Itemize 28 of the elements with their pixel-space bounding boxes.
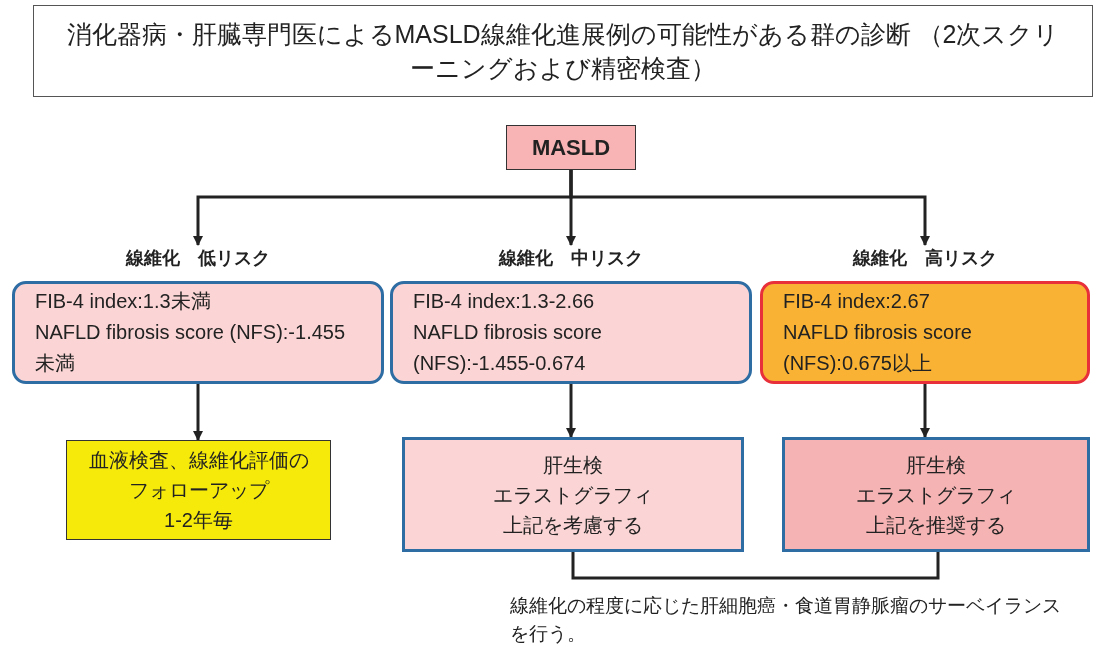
action-text: 肝生検 [906, 452, 966, 478]
criteria-text: NAFLD fibrosis score (NFS):0.675以上 [783, 320, 973, 376]
arrow [920, 382, 930, 438]
action-text: 上記を推奨する [866, 512, 1006, 538]
action-box [402, 437, 744, 552]
arrow [566, 382, 576, 438]
start-box: MASLD [506, 125, 636, 170]
action-text: 1-2年毎 [164, 508, 233, 533]
action-box [66, 440, 331, 540]
criteria-text: FIB-4 index:2.67 [783, 289, 931, 314]
criteria-text: FIB-4 index:1.3-2.66 [413, 289, 596, 314]
arrow [569, 170, 930, 246]
criteria-text: FIB-4 index:1.3未満 [35, 289, 212, 314]
note-text: 線維化の程度に応じた肝細胞癌・食道胃静脈瘤のサーベイランスを行う。 [510, 592, 1070, 650]
risk-heading: 線維化 低リスク [126, 247, 270, 270]
risk-heading: 線維化 中リスク [499, 247, 643, 270]
criteria-text: NAFLD fibrosis score (NFS):-1.455未満 [35, 320, 347, 376]
arrow [193, 382, 203, 441]
action-text: エラストグラフィ [493, 482, 653, 508]
action-box [782, 437, 1090, 552]
action-text: エラストグラフィ [856, 482, 1016, 508]
action-text: 上記を考慮する [503, 512, 643, 538]
connector-line [571, 552, 940, 580]
title-box: 消化器病・肝臓専門医によるMASLD線維化進展例の可能性がある群の診断 （2次スクリーニングおよび精密検査） [33, 5, 1093, 97]
action-text: 血液検査、線維化評価のフォローアップ [87, 448, 310, 503]
risk-heading: 線維化 高リスク [853, 247, 997, 270]
action-text: 肝生検 [543, 452, 603, 478]
criteria-text: NAFLD fibrosis score (NFS):-1.455-0.674 [413, 320, 603, 376]
